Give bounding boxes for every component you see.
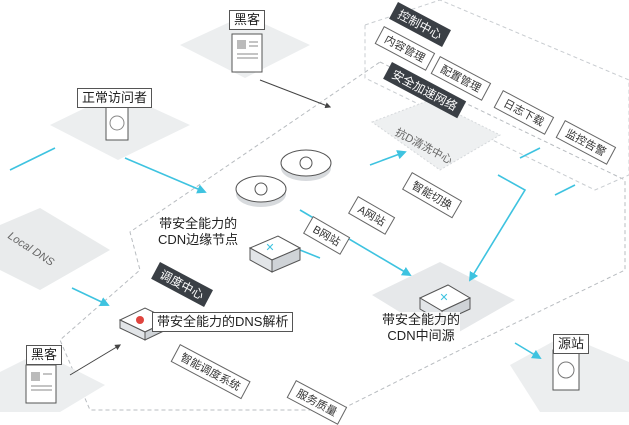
- origin-icon: [552, 349, 580, 391]
- site-a-puck: [280, 149, 332, 181]
- flow-sitea-ddos: [369, 150, 407, 166]
- origin-label: 源站: [553, 334, 590, 354]
- architecture-diagram: ✕ ✕: [0, 0, 629, 412]
- hacker-bottom-arrow: [69, 344, 122, 376]
- ddos-platform: [370, 99, 502, 171]
- svg-text:✕: ✕: [439, 292, 448, 304]
- hacker-bottom-icon: [25, 364, 57, 404]
- flow-middle-origin: [514, 342, 542, 359]
- cdn-edge-node: ✕: [248, 235, 302, 273]
- flow-visitor-edge: [124, 157, 207, 194]
- hacker-top-label: 黑客: [229, 10, 266, 30]
- flow-visitor-left: [9, 147, 56, 171]
- flow-localdns-dispatch: [71, 287, 110, 307]
- svg-text:✕: ✕: [265, 242, 274, 254]
- flow-ddos-middle: [468, 174, 527, 282]
- flow-edge-mid: [299, 249, 321, 259]
- flow-control-network: [519, 147, 541, 159]
- cdn-middle-label: 带安全能力的 CDN中间源: [382, 312, 461, 344]
- site-b-puck: [235, 175, 287, 207]
- hacker-bottom-label: 黑客: [26, 345, 63, 365]
- local-dns-platform: [0, 208, 110, 290]
- hacker-top-icon: [231, 33, 263, 73]
- visitor-icon: [105, 106, 129, 141]
- hacker-lines: [69, 79, 332, 376]
- dns-resolve-label: 带安全能力的DNS解析: [152, 312, 294, 332]
- secure-network-boundary: [59, 61, 626, 411]
- normal-visitor-label: 正常访问者: [77, 88, 153, 108]
- control-center-boundary: [364, 0, 629, 191]
- flow-ctrl-down: [554, 184, 576, 196]
- hacker-top-arrow: [259, 79, 332, 109]
- cdn-edge-label: 带安全能力的 CDN边缘节点: [158, 216, 239, 248]
